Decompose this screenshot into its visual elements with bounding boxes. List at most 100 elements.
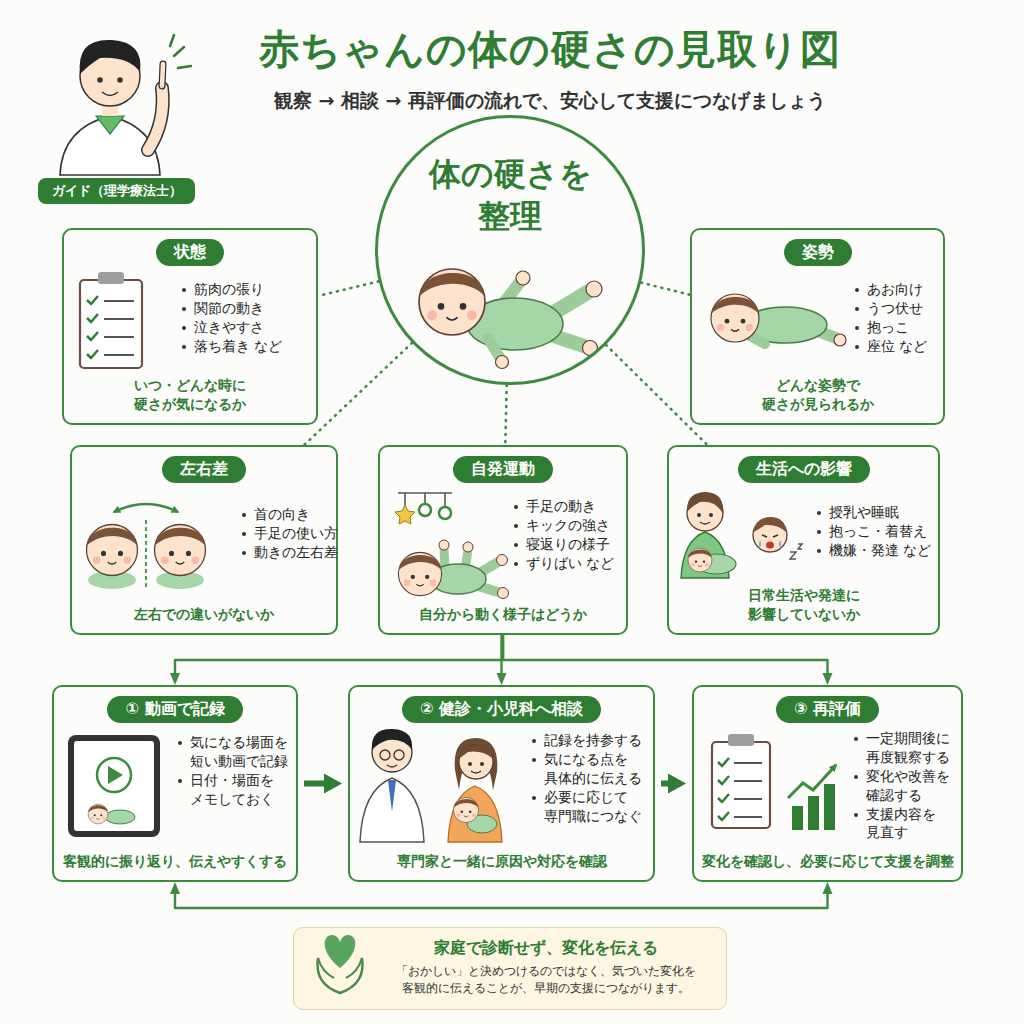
- heading-wrap: ① 動画で記録: [54, 696, 296, 723]
- bullet-list: あお向けうつ伏せ抱っこ座位 など: [855, 280, 943, 356]
- note-ground: [293, 927, 727, 1010]
- dotted-link: [318, 281, 379, 296]
- footer-wrap: 変化を確認し、必要に応じて支援を調整: [697, 852, 959, 871]
- category-box: 生活への影響授乳や睡眠抱っこ・着替え機嫌・発達 など日常生活や発達に 影響してい…: [667, 445, 940, 635]
- category-box: ③ 再評価一定期間後に 再度観察する変化や改善を 確認する支援内容を 見直す変化…: [692, 685, 963, 882]
- bullet-item: うつ伏せ: [855, 299, 943, 318]
- box-footer: 客観的に振り返り、伝えやすくする: [57, 852, 293, 871]
- bullet-item: ずりばい など: [514, 554, 626, 573]
- bullet-item: 必要に応じて 専門職につなぐ: [532, 788, 652, 826]
- bullet-item: あお向け: [855, 280, 943, 299]
- note-box: 家庭で診断せず、変化を伝える「おかしい」と決めつけるのではなく、気づいた変化を …: [293, 927, 727, 1010]
- prone-baby: [711, 294, 846, 346]
- bullet-item: 支援内容を 見直す: [854, 805, 958, 843]
- note-heading: 家庭で診断せず、変化を伝える: [374, 938, 718, 959]
- category-box: 姿勢あお向けうつ伏せ抱っこ座位 などどんな姿勢で 硬さが見られるか: [690, 228, 945, 425]
- left-right-faces: [87, 504, 206, 589]
- bullet-item: 手足の使い方: [242, 524, 338, 543]
- heading-wrap: 左右差: [72, 456, 336, 483]
- guide-role: ガイド（理学療法士）: [52, 182, 182, 200]
- circle-text-inner: 体の硬さを 整理: [423, 154, 598, 237]
- bullet-item: 気になる点を 具体的に伝える: [532, 750, 652, 788]
- category-box: ② 健診・小児科へ相談記録を持参する気になる点を 具体的に伝える必要に応じて 専…: [348, 685, 655, 882]
- flow-arrow: [661, 781, 678, 787]
- title-wrap: 赤ちゃんの体の硬さの見取り図: [200, 22, 900, 77]
- flow-arrow: [304, 781, 334, 787]
- bullet-list: 一定期間後に 再度観察する変化や改善を 確認する支援内容を 見直す: [854, 729, 958, 842]
- bullet-item: 首の向き: [242, 505, 338, 524]
- heading-wrap: 自発運動: [380, 456, 626, 483]
- heading-wrap: 生活への影響: [669, 456, 938, 483]
- box-footer: 日常生活や発達に 影響していないか: [724, 586, 884, 624]
- bullet-item: 寝返りの様子: [514, 535, 626, 554]
- bullet-item: 日付・場面を メモしておく: [178, 771, 294, 809]
- bullet-item: 記録を持参する: [532, 731, 652, 750]
- note-text-wrap: 家庭で診断せず、変化を伝える「おかしい」と決めつけるのではなく、気づいた変化を …: [374, 938, 718, 998]
- box-footer: 左右での違いがないか: [84, 605, 324, 624]
- doctor-mother: [360, 729, 502, 842]
- mobile-baby: [395, 493, 509, 599]
- bullet-item: 関節の動き: [182, 299, 314, 318]
- heading-wrap: ② 健診・小児科へ相談: [350, 696, 653, 723]
- center-circle: 体の硬さを 整理: [375, 115, 645, 385]
- category-box: 自発運動手足の動きキックの強さ寝返りの様子ずりばい など自分から動く様子はどうか: [378, 445, 628, 635]
- footer-wrap: 専門家と一緒に原因や対応を確認: [357, 852, 647, 871]
- dotted-link: [641, 283, 690, 295]
- box-heading: ① 動画で記録: [107, 696, 242, 723]
- bullet-list: 記録を持参する気になる点を 具体的に伝える必要に応じて 専門職につなぐ: [532, 731, 652, 825]
- box-heading: ② 健診・小児科へ相談: [402, 696, 601, 723]
- bullet-item: 座位 など: [855, 337, 943, 356]
- category-box: 状態筋肉の張り関節の動き泣きやすさ落ち着き などいつ・どんな時に 硬さが気になる…: [62, 228, 318, 425]
- subtitle: 観察 → 相談 → 再評価の流れで、安心して支援につなげましょう: [200, 88, 900, 114]
- mother-crying-baby: [681, 492, 802, 578]
- heading-wrap: 状態: [64, 239, 316, 266]
- bullet-item: 落ち着き など: [182, 337, 314, 356]
- dotted-link: [606, 345, 707, 445]
- box-heading: 生活への影響: [738, 456, 870, 483]
- bullet-list: 首の向き手足の使い方動きの左右差: [242, 505, 338, 562]
- title: 赤ちゃんの体の硬さの見取り図: [200, 22, 900, 77]
- box-footer: 専門家と一緒に原因や対応を確認: [357, 852, 647, 871]
- bullet-item: 筋肉の張り: [182, 280, 314, 299]
- clipboard-icon: [80, 272, 142, 368]
- footer-wrap: 自分から動く様子はどうか: [385, 605, 621, 624]
- box-footer: 変化を確認し、必要に応じて支援を調整: [697, 852, 959, 871]
- bullet-item: 抱っこ・着替え: [817, 522, 937, 541]
- bullet-list: 授乳や睡眠抱っこ・着替え機嫌・発達 など: [817, 503, 937, 560]
- category-box: 左右差首の向き手足の使い方動きの左右差左右での違いがないか: [70, 445, 338, 635]
- circle-text-wrap: 体の硬さを 整理: [378, 154, 642, 237]
- dotted-link: [304, 343, 412, 445]
- category-box: ① 動画で記録気になる場面を 短い動画で記録日付・場面を メモしておく客観的に振…: [52, 685, 298, 882]
- clipboard-chart: [712, 734, 836, 830]
- box-heading: 左右差: [162, 456, 246, 483]
- bullet-item: 手足の動き: [514, 497, 626, 516]
- footer-wrap: 客観的に振り返り、伝えやすくする: [57, 852, 293, 871]
- bullet-item: 変化や改善を 確認する: [854, 767, 958, 805]
- box-footer: どんな姿勢で 硬さが見られるか: [718, 376, 918, 414]
- footer-wrap: 左右での違いがないか: [84, 605, 324, 624]
- heading-wrap: 姿勢: [692, 239, 943, 266]
- guide-figure: [60, 35, 191, 175]
- guide-label: ガイド（理学療法士）: [38, 178, 195, 204]
- bullet-list: 気になる場面を 短い動画で記録日付・場面を メモしておく: [178, 733, 294, 809]
- bullet-item: キックの強さ: [514, 516, 626, 535]
- flow-arrow: [503, 635, 828, 681]
- caption-wrap: 観察 → 相談 → 再評価の流れで、安心して支援につなげましょう: [200, 88, 900, 114]
- bullet-item: 一定期間後に 再度観察する: [854, 729, 958, 767]
- box-heading: 姿勢: [784, 239, 852, 266]
- box-heading: 自発運動: [453, 456, 553, 483]
- heart-hands: [317, 935, 362, 993]
- flow-arrow: [175, 886, 828, 908]
- bullet-item: 抱っこ: [855, 318, 943, 337]
- bullet-item: 動きの左右差: [242, 543, 338, 562]
- heading-wrap: ③ 再評価: [694, 696, 961, 723]
- bullet-list: 筋肉の張り関節の動き泣きやすさ落ち着き など: [182, 280, 314, 356]
- footer-wrap: どんな姿勢で 硬さが見られるか: [718, 376, 918, 414]
- box-footer: いつ・どんな時に 硬さが気になるか: [80, 376, 300, 414]
- note-body: 「おかしい」と決めつけるのではなく、気づいた変化を 客観的に伝えることが、早期の…: [374, 963, 718, 998]
- tablet-icon: [68, 735, 160, 837]
- bullet-list: 手足の動きキックの強さ寝返りの様子ずりばい など: [514, 497, 626, 573]
- center-title: 体の硬さを 整理: [423, 154, 598, 237]
- footer-wrap: 日常生活や発達に 影響していないか: [724, 586, 884, 624]
